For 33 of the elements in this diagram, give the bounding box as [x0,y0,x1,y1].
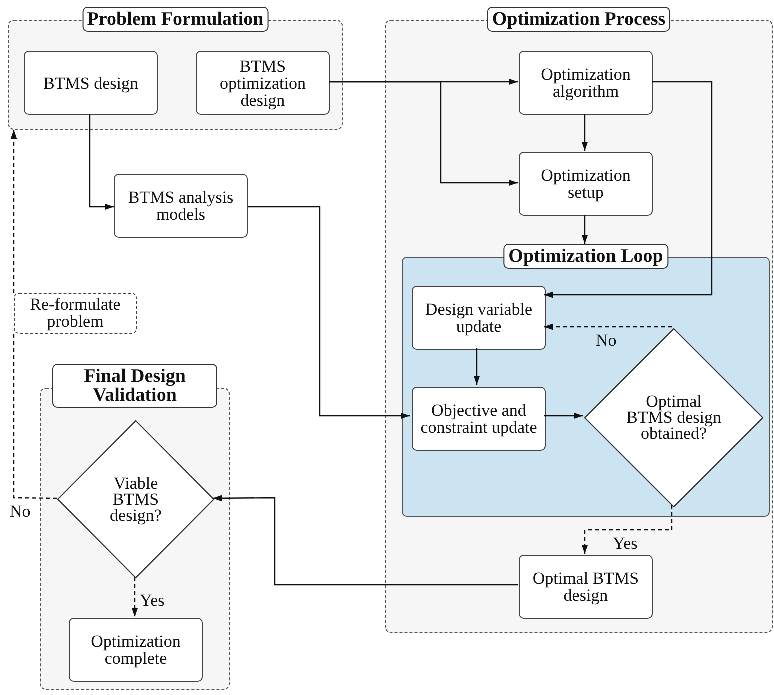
arrow [544,324,672,330]
arrow [10,130,18,293]
edge-label: No [596,332,617,349]
edge-label: No [10,503,31,520]
arrow [544,81,713,298]
arrow [248,206,410,420]
process-box: Optimization setup [519,152,653,216]
decision-text: Viable BTMS design? [109,475,163,524]
arrow [213,495,518,586]
arrow [544,412,583,420]
group-title: Optimization Loop [504,244,668,269]
decision-text: Optimal BTMS design obtained? [626,394,722,442]
process-box: Design variable update [412,286,546,350]
process-box: BTMS design [24,51,158,115]
process-box: BTMS optimization design [196,51,330,115]
arrow [474,348,480,385]
group-title: Optimization Process [487,7,671,32]
group-title: Problem Formulation [82,7,269,32]
arrow [582,505,673,554]
arrow [89,114,114,210]
arrow [132,577,138,617]
arrow [329,81,518,186]
process-box: Optimal BTMS design [519,555,653,619]
edge-label: Yes [613,535,638,552]
arrow [582,114,588,151]
process-box: Optimization complete [69,618,203,682]
arrow [582,215,588,244]
edge-label: Yes [140,592,165,609]
process-box: Objective and constraint update [412,387,546,451]
note-box: Re-formulate problem [14,293,137,334]
process-box: BTMS analysis models [114,174,248,238]
process-box: Optimization algorithm [519,51,653,115]
group-title: Final Design Validation [52,364,218,408]
